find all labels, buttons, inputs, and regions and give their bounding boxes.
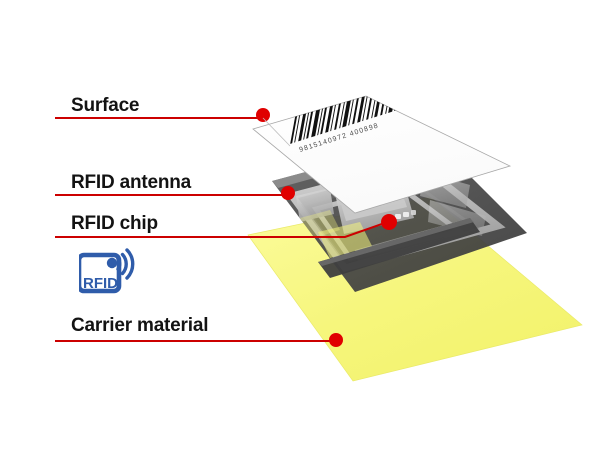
callout-dot-rfid-chip bbox=[381, 214, 397, 230]
label-rfid-chip: RFID chip bbox=[71, 213, 158, 234]
rfid-wave-icon bbox=[106, 248, 135, 280]
leader-hairlines bbox=[262, 117, 291, 147]
callout-dots bbox=[256, 108, 397, 347]
callout-dot-surface bbox=[256, 108, 270, 122]
label-carrier-material: Carrier material bbox=[71, 315, 209, 336]
rfid-logo-text: RFID bbox=[83, 275, 118, 292]
label-surface: Surface bbox=[71, 95, 140, 116]
rfid-logo: RFID bbox=[79, 248, 135, 294]
callout-dot-rfid-antenna bbox=[281, 186, 295, 200]
callout-lines bbox=[55, 117, 383, 342]
callout-line-rfid-chip bbox=[55, 223, 383, 238]
label-rfid-antenna: RFID antenna bbox=[71, 172, 192, 193]
callout-dot-carrier-material bbox=[329, 333, 343, 347]
